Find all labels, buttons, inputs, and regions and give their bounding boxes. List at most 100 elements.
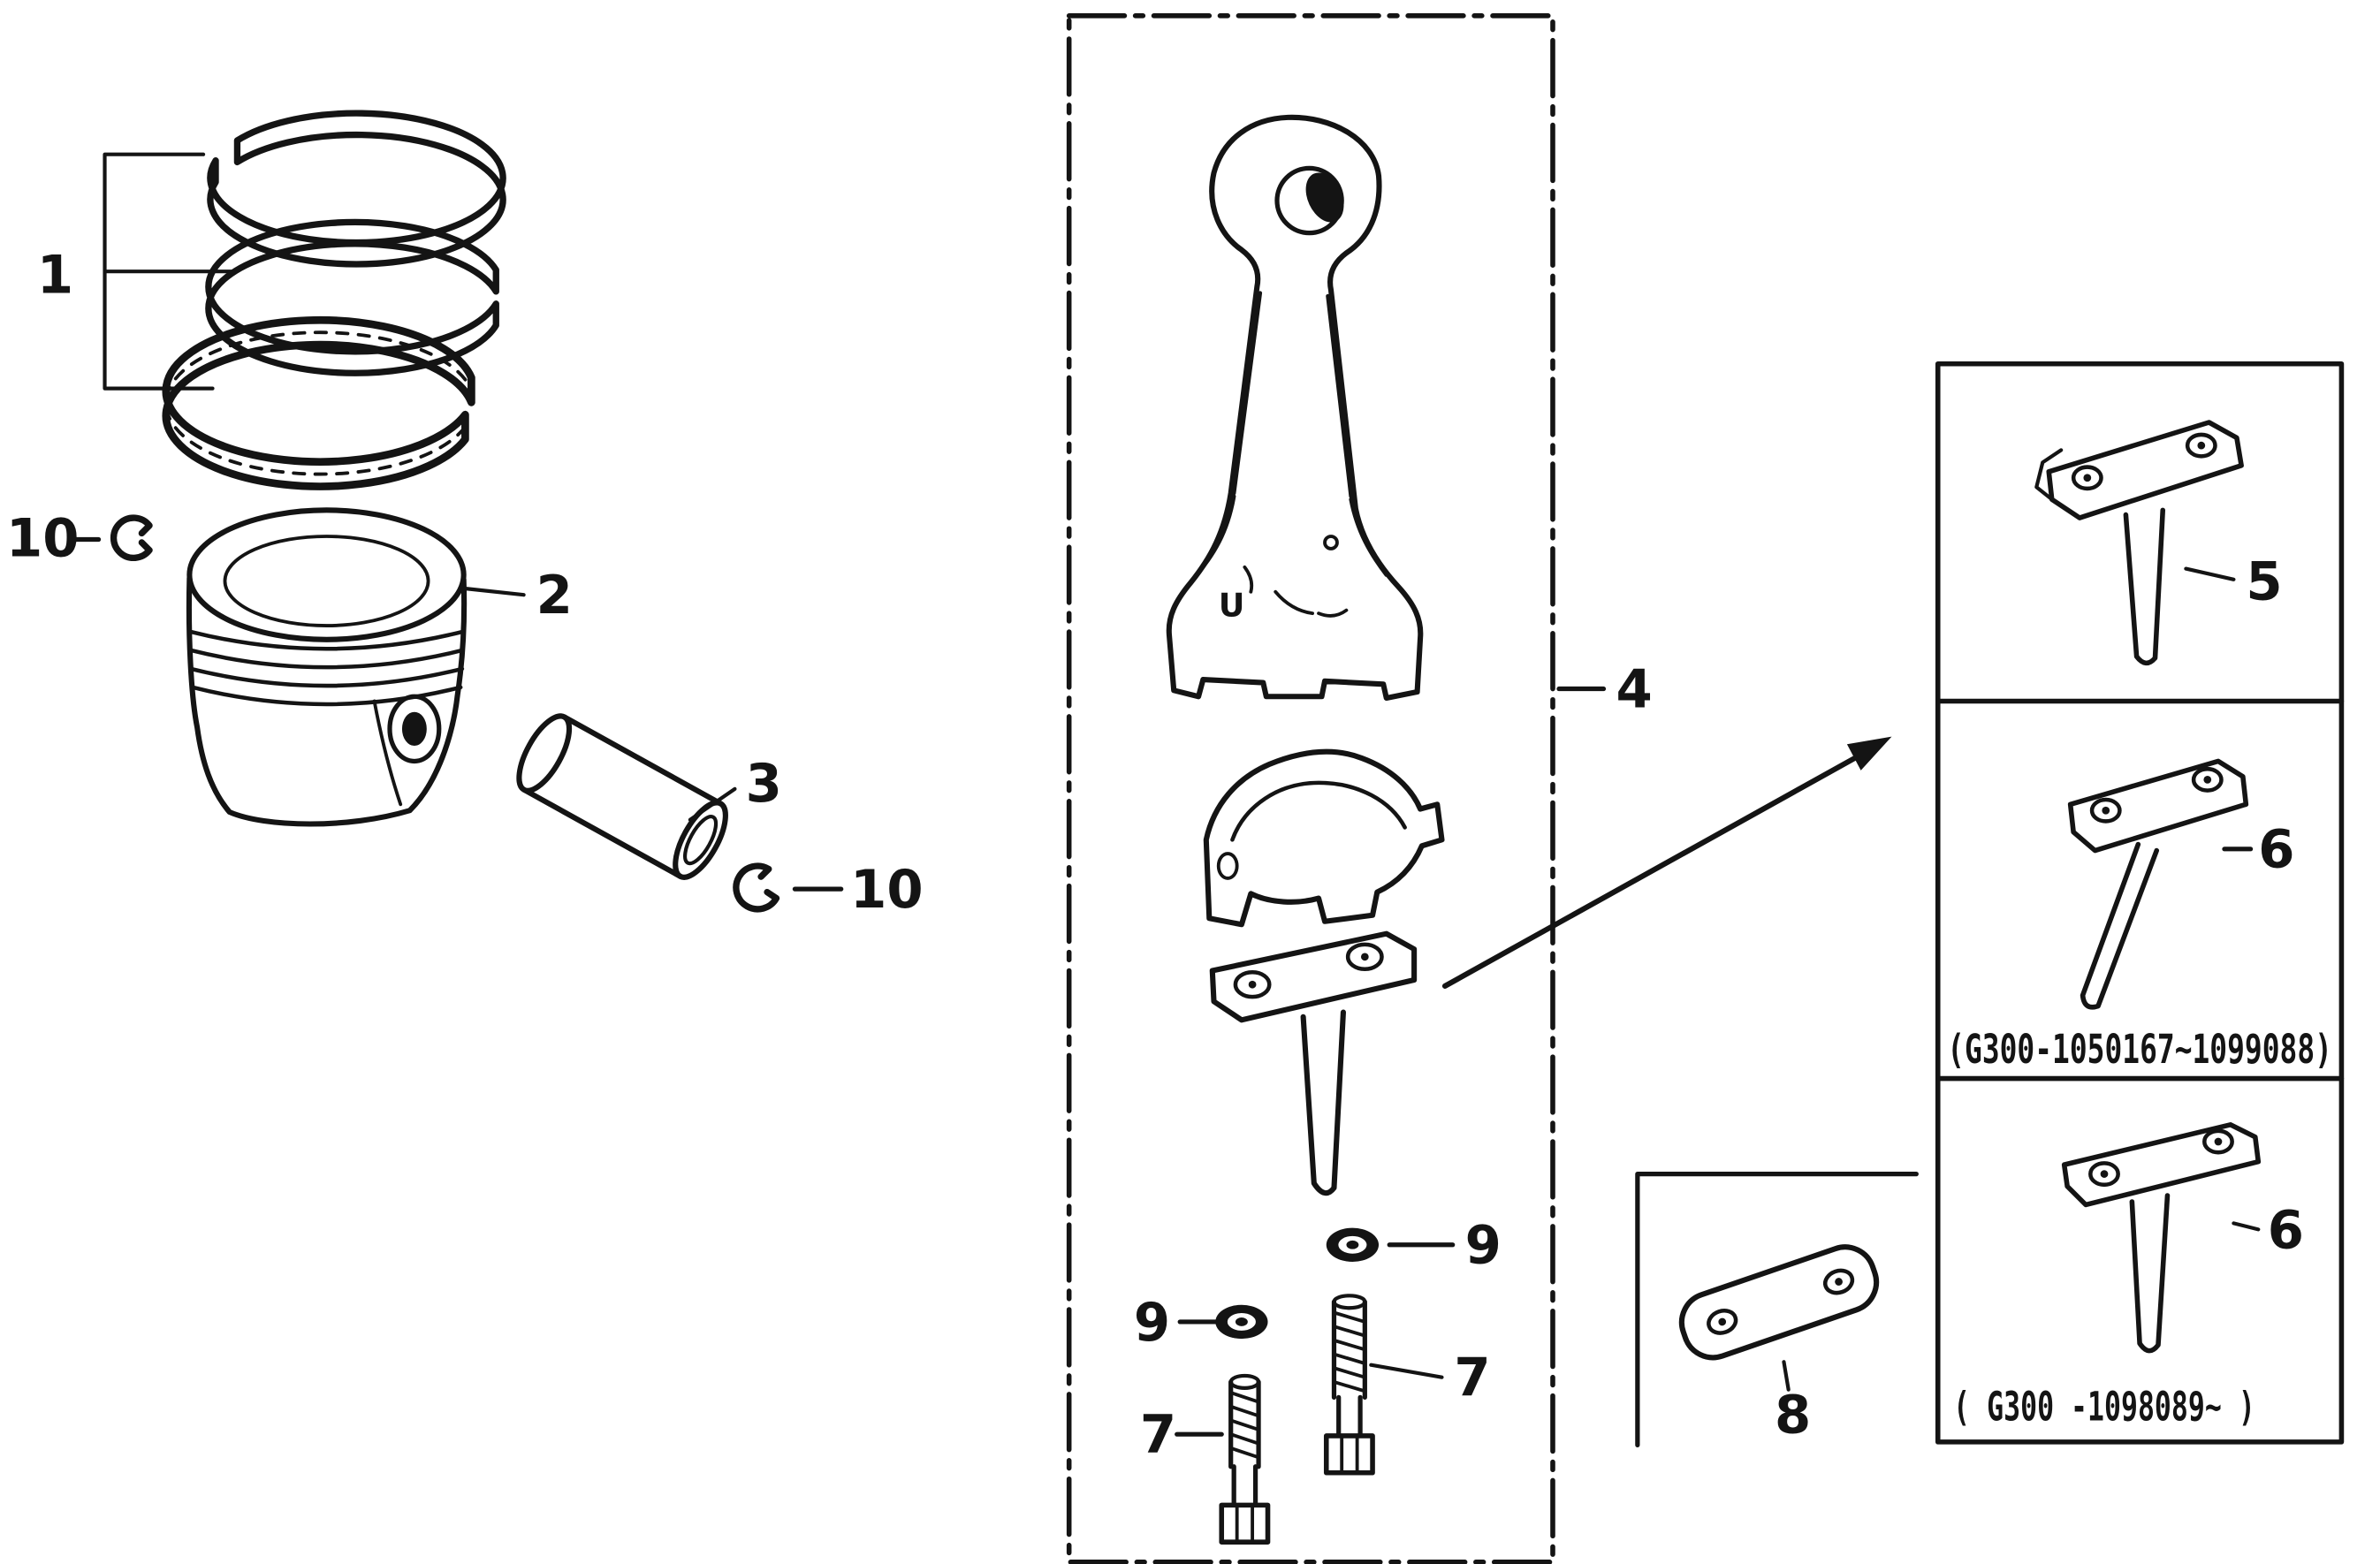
bolt-left-drawing: 7 (1140, 1373, 1271, 1545)
link-plate-hole-left-dot (1718, 1317, 1727, 1326)
bearing-cap-saddle (1230, 780, 1407, 842)
cap5-hole-right (2185, 432, 2217, 459)
cap5-hole-right-dot (2197, 441, 2206, 450)
pin-closed-end (516, 713, 573, 793)
rod-ibeam-lines (1193, 291, 1389, 579)
bolt-right-threads (1332, 1310, 1367, 1393)
variant-panel: 5 6 (G300-1050167~1099088) 6 ( G300 -109… (1935, 361, 2345, 1445)
cap6-early-leg (2080, 841, 2160, 1010)
rod-cap-hole-left-dot (1248, 980, 1257, 989)
cap5-hole-left-dot (2083, 474, 2092, 482)
part5-leader (2184, 566, 2236, 581)
bolt-left-head-facets (1235, 1503, 1255, 1545)
rod-cap-leg (1300, 1009, 1346, 1196)
detail-arrow (1441, 736, 1892, 990)
clip-left-shape (110, 514, 153, 562)
pin-clip-right-drawing: 10 (733, 859, 924, 920)
rod-cap-hole-right-dot (1360, 953, 1369, 961)
piston-body (186, 574, 468, 827)
cap6-early-hole-left-dot (2102, 806, 2110, 815)
bearing-cap-hole (1216, 852, 1239, 880)
part-label-1: 1 (37, 245, 73, 306)
cap6-late-hole-left (2088, 1161, 2120, 1188)
piston-pin-drawing: 3 (516, 713, 782, 880)
rod-small-end-shadow (1305, 172, 1344, 223)
piston-pin-cylinder (516, 713, 728, 880)
part-label-6-early: 6 (2258, 819, 2294, 880)
bolt-right-head (1323, 1433, 1375, 1476)
nut-lower-hole (1235, 1317, 1248, 1326)
bolt-right-tip (1332, 1294, 1367, 1310)
part-label-2: 2 (536, 565, 573, 626)
part-label-10-right: 10 (850, 859, 923, 920)
cap6-early-flange (2067, 758, 2249, 854)
part-label-10-left: 10 (6, 508, 79, 569)
oil-ring-slots (163, 330, 474, 476)
part7-right-leader (1369, 1363, 1444, 1379)
bolt-left-tip (1228, 1373, 1261, 1390)
pin-clip-left-drawing: 10 (6, 508, 153, 569)
part-label-7-right: 7 (1454, 1348, 1490, 1408)
cap6-early-hole-right-dot (2203, 776, 2212, 784)
piston-pin-bore (401, 711, 427, 747)
rod-cap-6-early-drawing: 6 (G300-1050167~1099088) (1947, 758, 2332, 1073)
part2-leader (465, 587, 526, 597)
connecting-rod-drawing: U (1166, 114, 1424, 702)
clip-right-shape (733, 862, 780, 913)
part8-leader (1782, 1360, 1791, 1392)
piston-drawing: 2 (186, 507, 573, 827)
part-label-9-upper: 9 (1465, 1215, 1502, 1276)
piston-crown (186, 507, 467, 642)
part-label-9-lower: 9 (1134, 1292, 1170, 1353)
rod-outline (1166, 114, 1424, 702)
bolt-right-head-facets (1340, 1434, 1359, 1475)
rod-casting-lines (1243, 565, 1349, 618)
cap5-hole-left (2071, 465, 2103, 491)
piston-pin-boss (387, 694, 442, 764)
cap6-late-leg (2129, 1193, 2171, 1354)
link-plate-outline (1678, 1244, 1880, 1361)
rod-cap-5-drawing: 5 (2034, 420, 2283, 666)
cap6-early-hole-left (2089, 797, 2122, 824)
bolt-left-threads (1228, 1391, 1260, 1460)
piston-ring-grooves (188, 629, 465, 707)
piston-skirt-line (372, 699, 403, 807)
rod-oil-hole (1323, 535, 1339, 550)
nut-lower-drawing: 9 (1134, 1292, 1268, 1353)
bearing-cap-outline (1203, 748, 1445, 928)
bolt-right-shank (1336, 1394, 1363, 1439)
bolt-right-drawing: 7 (1323, 1294, 1491, 1476)
pin-sides (521, 714, 724, 879)
rod-assembly-group: 4 U (1066, 13, 1653, 1564)
piston-ring-set-drawing: 1 (37, 110, 506, 490)
serial-caption-late: ( G300 -1098089~ ) (1953, 1383, 2255, 1430)
cap5-leg (2123, 507, 2166, 666)
link-plate-hole-right-dot (1835, 1278, 1843, 1286)
nut-upper-drawing: 9 (1326, 1215, 1502, 1276)
cap6-late-hole-left-dot (2100, 1170, 2109, 1178)
nut-upper-hole (1346, 1240, 1359, 1249)
part3-leader (688, 786, 737, 822)
rod-cap-drawing (1209, 930, 1418, 1196)
bolt-left-thread-sides (1228, 1379, 1261, 1469)
pin-open-end (673, 800, 728, 880)
bolt-left-head (1219, 1502, 1271, 1545)
part-label-3: 3 (746, 753, 782, 814)
cap6-late-hole-right (2202, 1128, 2234, 1155)
part-label-7-left: 7 (1140, 1404, 1176, 1465)
part-label-4: 4 (1616, 658, 1652, 719)
rod-assembly-box (1066, 13, 1555, 1564)
cap6-late-flange (2061, 1122, 2262, 1208)
link-plate-hole-right (1822, 1268, 1855, 1295)
rod-cap-hole-left (1233, 969, 1272, 999)
link-plate-drawing: 8 (1635, 1171, 1919, 1447)
part-label-6-late: 6 (2268, 1199, 2304, 1260)
bolt-left-shank (1231, 1464, 1258, 1507)
cap6-late-hole-right-dot (2214, 1137, 2223, 1146)
piston-ring-top (207, 110, 506, 268)
detail-arrow-head (1846, 736, 1892, 771)
link-plate-hole-left (1707, 1309, 1738, 1335)
part6-late-leader (2232, 1221, 2261, 1232)
